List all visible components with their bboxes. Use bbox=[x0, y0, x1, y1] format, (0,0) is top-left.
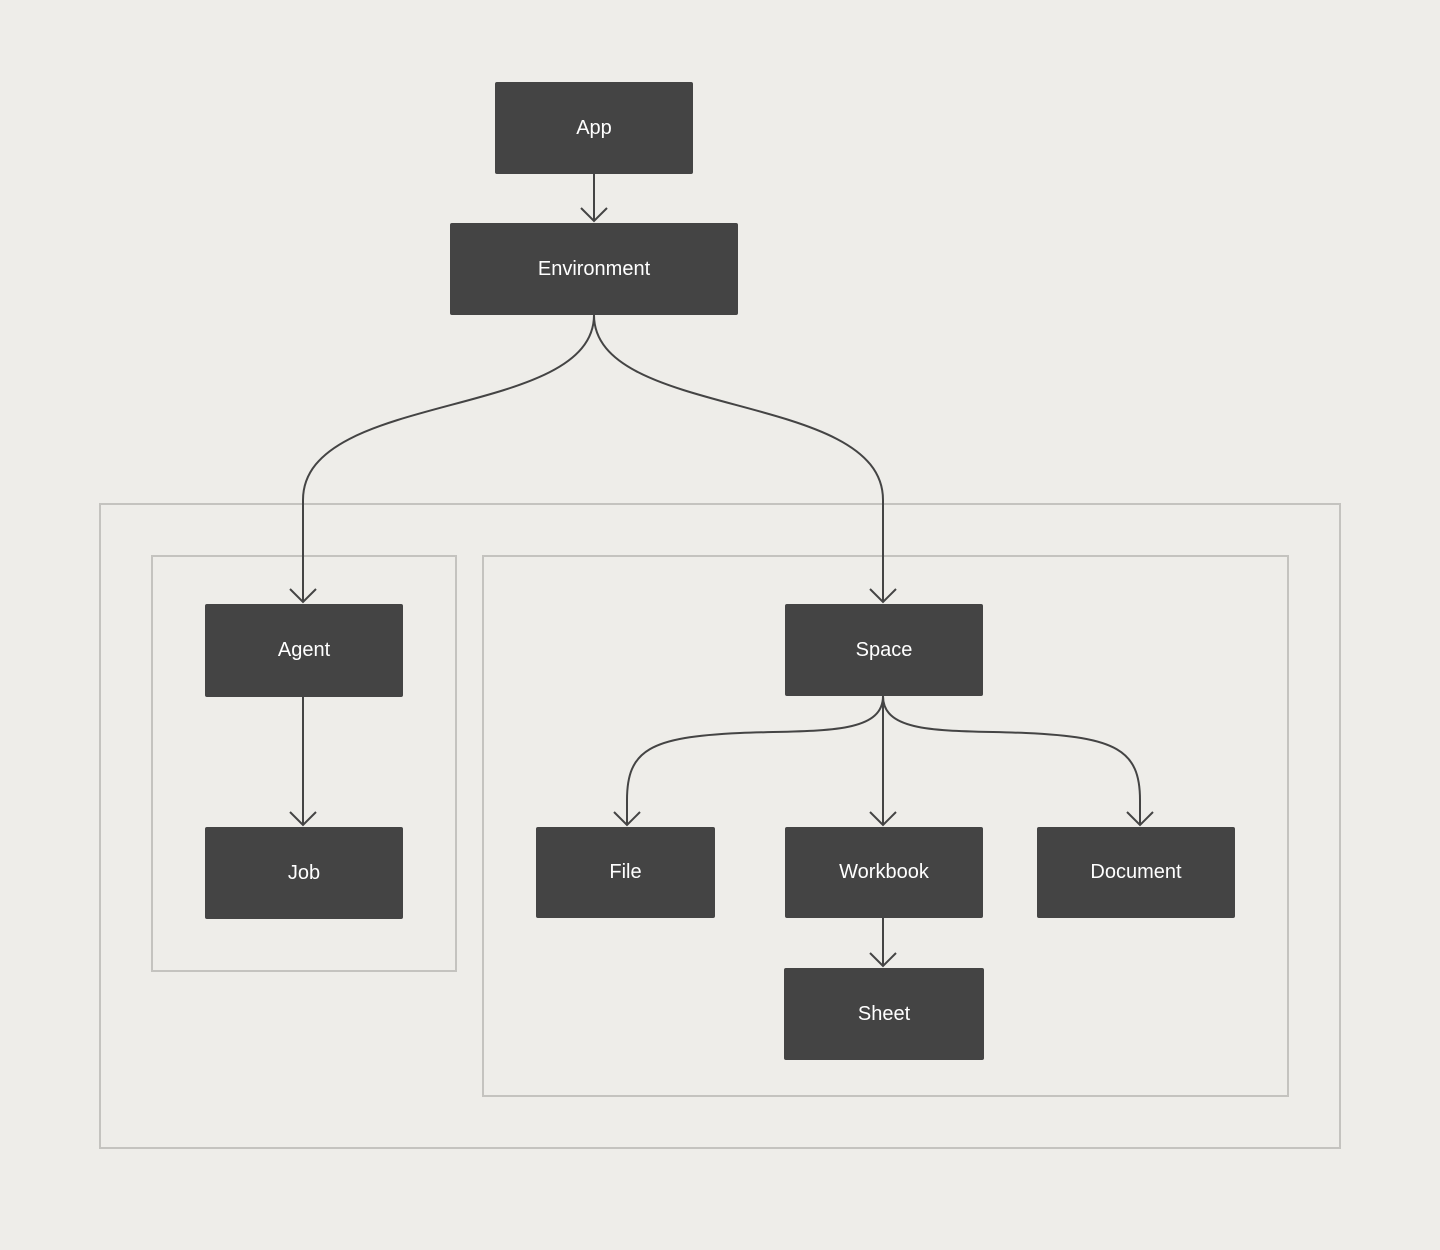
arrowhead-job bbox=[289, 811, 317, 827]
node-environment: Environment bbox=[450, 223, 738, 315]
edge-environment-agent bbox=[302, 314, 595, 602]
edge-space-document bbox=[882, 695, 1141, 825]
node-file: File bbox=[536, 827, 715, 918]
outer-group-frame bbox=[99, 503, 1341, 1149]
edge-environment-space bbox=[593, 314, 884, 602]
node-document: Document bbox=[1037, 827, 1235, 918]
arrowhead-environment bbox=[580, 207, 608, 223]
arrowhead-sheet bbox=[869, 952, 897, 968]
edge-space-file bbox=[626, 695, 884, 825]
node-job: Job bbox=[205, 827, 403, 919]
space-group-frame bbox=[482, 555, 1289, 1097]
node-app: App bbox=[495, 82, 693, 174]
node-sheet: Sheet bbox=[784, 968, 984, 1060]
arrowhead-agent bbox=[289, 588, 317, 604]
node-space: Space bbox=[785, 604, 983, 696]
arrowhead-file bbox=[613, 811, 641, 827]
arrowhead-space bbox=[869, 588, 897, 604]
arrowhead-document bbox=[1126, 811, 1154, 827]
node-agent: Agent bbox=[205, 604, 403, 697]
node-workbook: Workbook bbox=[785, 827, 983, 918]
arrowhead-workbook bbox=[869, 811, 897, 827]
